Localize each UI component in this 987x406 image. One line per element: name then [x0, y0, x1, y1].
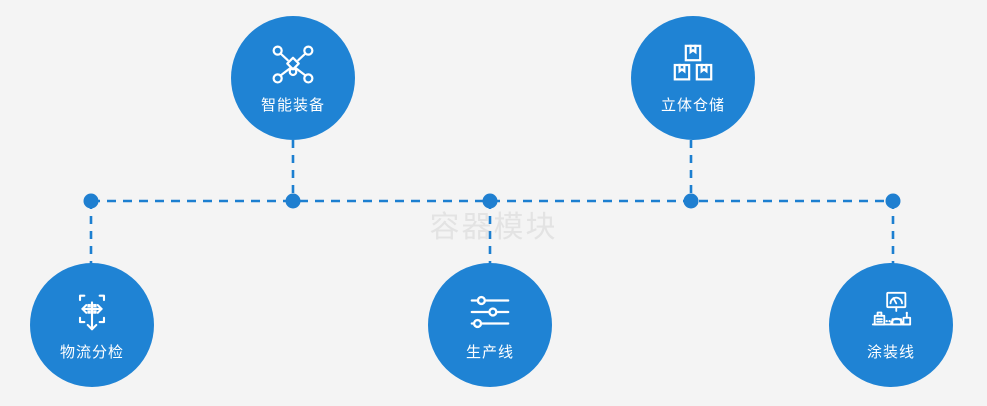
stacked-boxes-icon: [670, 42, 716, 88]
node-label-production-line: 生产线: [465, 343, 514, 361]
node-label-logistics-sorting: 物流分检: [59, 343, 124, 361]
node-label-smart-equipment: 智能装备: [260, 96, 325, 114]
bus-node-3: [482, 193, 498, 209]
node-production-line[interactable]: 生产线: [428, 263, 552, 387]
bus-node-4: [683, 193, 699, 209]
node-smart-equipment[interactable]: 智能装备: [231, 16, 355, 140]
sorting-arrows-icon: [69, 289, 115, 335]
sliders-icon: [467, 289, 513, 335]
bus-node-1: [83, 193, 99, 209]
node-label-stereo-warehouse: 立体仓储: [660, 96, 725, 114]
paint-booth-icon: [868, 289, 914, 335]
node-logistics-sorting[interactable]: 物流分检: [30, 263, 154, 387]
node-stereo-warehouse[interactable]: 立体仓储: [631, 16, 755, 140]
node-painting-line[interactable]: 涂装线: [829, 263, 953, 387]
bus-node-5: [885, 193, 901, 209]
bus-node-2: [285, 193, 301, 209]
network-nodes-icon: [270, 42, 316, 88]
node-label-painting-line: 涂装线: [866, 343, 915, 361]
